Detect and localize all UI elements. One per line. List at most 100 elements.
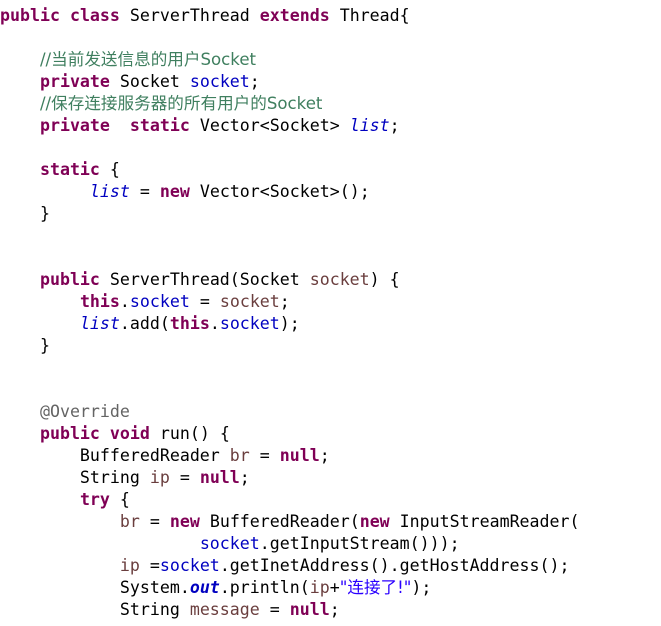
keyword-token: public: [39, 270, 100, 289]
code-line: public ServerThread(Socket socket) {: [0, 269, 580, 291]
comment-token: //当前发送信息的用户Socket: [39, 50, 257, 69]
code-lines: public class ServerThread extends Thread…: [0, 5, 580, 621]
keyword-token: private: [39, 116, 110, 135]
code-text-token: [0, 72, 40, 91]
code-text-token: [0, 94, 40, 113]
code-text-token: String: [0, 600, 190, 619]
keyword-token: null: [279, 446, 320, 465]
code-text-token: [0, 534, 200, 553]
static-field-token: list: [89, 182, 130, 201]
code-line: [0, 247, 580, 269]
code-text-token: ;: [329, 600, 340, 619]
code-text-token: [100, 424, 110, 443]
local-variable-token: br: [119, 512, 140, 531]
code-text-token: =: [249, 446, 280, 465]
keyword-token: new: [359, 512, 390, 531]
code-text-token: .getInetAddress().getHostAddress();: [219, 556, 570, 575]
code-text-token: .add(: [119, 314, 170, 333]
string-literal-token: "连接了!": [339, 578, 412, 597]
code-line: private static Vector<Socket> list;: [0, 115, 580, 137]
keyword-token: public: [0, 6, 60, 25]
code-text-token: [0, 402, 40, 421]
keyword-token: void: [109, 424, 150, 443]
code-text-token: ServerThread(Socket: [99, 270, 310, 289]
field-token: socket: [159, 556, 220, 575]
code-line: [0, 27, 580, 49]
local-variable-token: br: [229, 446, 250, 465]
keyword-token: static: [39, 160, 100, 179]
code-text-token: .: [209, 314, 220, 333]
local-variable-token: ip: [149, 468, 170, 487]
code-text-token: [0, 50, 40, 69]
code-text-token: BufferedReader(: [199, 512, 360, 531]
code-text-token: =: [189, 292, 220, 311]
code-text-token: Thread{: [329, 6, 410, 25]
code-line: private Socket socket;: [0, 71, 580, 93]
code-line: String ip = null;: [0, 467, 580, 489]
code-line: System.out.println(ip+"连接了!");: [0, 577, 580, 599]
code-line: }: [0, 203, 580, 225]
code-text-token: ;: [389, 116, 400, 135]
keyword-token: new: [169, 512, 200, 531]
code-text-token: =: [259, 600, 290, 619]
code-text-token: =: [139, 556, 160, 575]
code-line: [0, 357, 580, 379]
comment-token: //保存连接服务器的所有用户的Socket: [39, 94, 323, 113]
code-line: static {: [0, 159, 580, 181]
code-text-token: [60, 6, 70, 25]
code-text-token: run() {: [149, 424, 230, 443]
code-line: @Override: [0, 401, 580, 423]
field-token: socket: [129, 292, 190, 311]
keyword-token: private: [39, 72, 110, 91]
code-text-token: ) {: [369, 270, 400, 289]
code-line: ip =socket.getInetAddress().getHostAddre…: [0, 555, 580, 577]
code-line: public void run() {: [0, 423, 580, 445]
code-line: [0, 225, 580, 247]
code-text-token: String: [0, 468, 150, 487]
keyword-token: this: [169, 314, 210, 333]
code-text-token: [0, 270, 40, 289]
field-token: socket: [199, 534, 260, 553]
code-text-token: =: [169, 468, 200, 487]
code-text-token: );: [279, 314, 300, 333]
local-variable-token: message: [189, 600, 260, 619]
code-line: String message = null;: [0, 599, 580, 621]
code-line: [0, 137, 580, 159]
code-text-token: System.: [0, 578, 190, 597]
keyword-token: null: [199, 468, 240, 487]
keyword-token: new: [159, 182, 190, 201]
code-text-token: [0, 490, 80, 509]
code-text-token: }: [0, 204, 50, 223]
code-line: BufferedReader br = null;: [0, 445, 580, 467]
code-line: list.add(this.socket);: [0, 313, 580, 335]
keyword-token: try: [79, 490, 110, 509]
code-text-token: [0, 424, 40, 443]
code-line: list = new Vector<Socket>();: [0, 181, 580, 203]
code-line: br = new BufferedReader(new InputStreamR…: [0, 511, 580, 533]
local-variable-token: socket: [219, 292, 280, 311]
code-text-token: =: [129, 182, 160, 201]
code-text-token: Vector<Socket>();: [189, 182, 370, 201]
code-line: }: [0, 335, 580, 357]
code-line: socket.getInputStream()));: [0, 533, 580, 555]
annotation-token: @Override: [39, 402, 130, 421]
static-field-token: list: [349, 116, 390, 135]
code-text-token: [0, 314, 80, 333]
keyword-token: this: [79, 292, 120, 311]
code-text-token: ;: [279, 292, 290, 311]
code-text-token: ;: [239, 468, 250, 487]
keyword-token: extends: [259, 6, 330, 25]
code-text-token: .: [119, 292, 130, 311]
code-text-token: .println(: [219, 578, 310, 597]
code-text-token: InputStreamReader(: [389, 512, 580, 531]
code-text-token: Vector<Socket>: [189, 116, 350, 135]
code-text-token: .getInputStream()));: [259, 534, 460, 553]
keyword-token: class: [69, 6, 120, 25]
code-text-token: {: [99, 160, 120, 179]
code-text-token: Socket: [109, 72, 190, 91]
code-line: [0, 379, 580, 401]
code-text-token: ServerThread: [119, 6, 260, 25]
code-line: //当前发送信息的用户Socket: [0, 49, 580, 71]
static-field-token: list: [79, 314, 120, 333]
